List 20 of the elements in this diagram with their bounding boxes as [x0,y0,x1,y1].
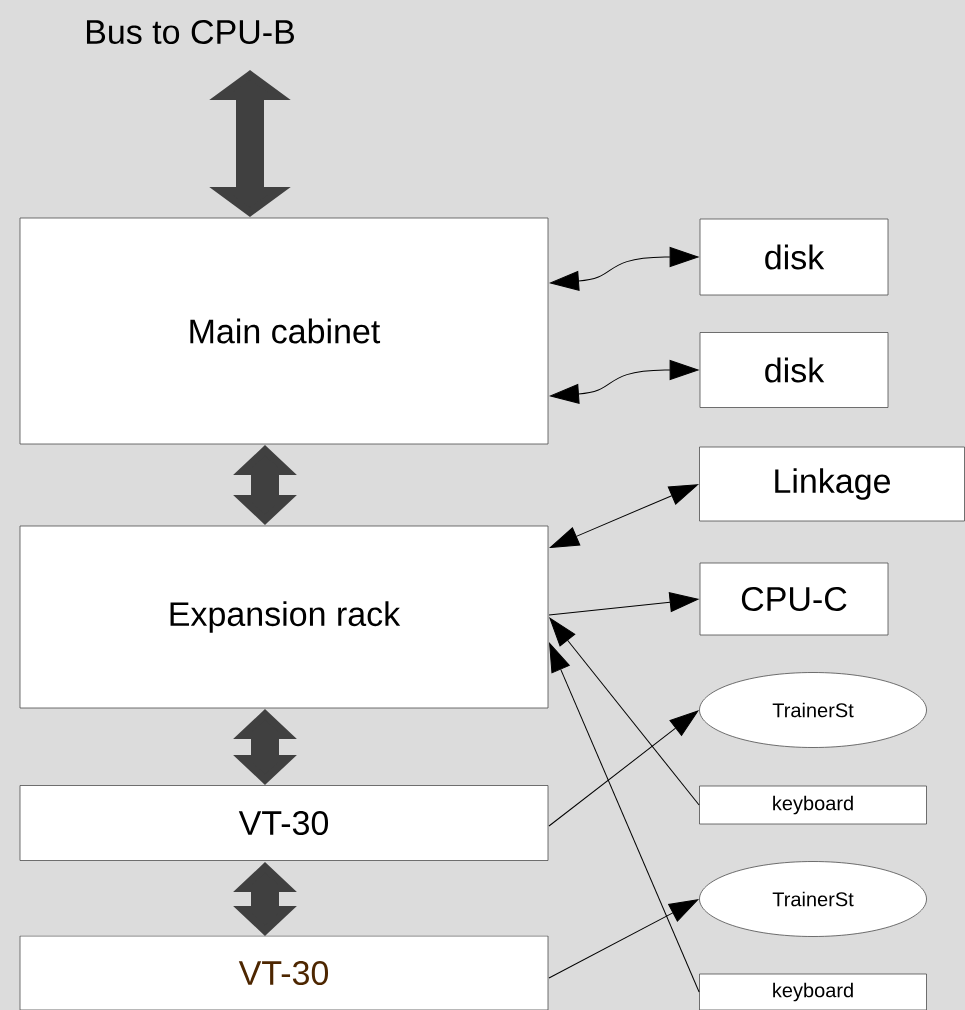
block-box: keyboard [699,973,927,1010]
arrow [548,592,699,616]
block-box: VT-30 [19,785,549,861]
block-box: Linkage [699,446,965,522]
bus-label: Bus to CPU-B [87,19,294,45]
block-box: VT-30 [19,935,549,1010]
arrow [549,642,700,993]
block-box: Main cabinet [19,217,549,445]
arrow [550,360,699,404]
bus-arrow [209,70,291,217]
block-box: disk [699,332,889,408]
block-box: keyboard [699,785,927,825]
block-box: disk [699,218,889,296]
arrow [548,899,699,979]
block-box: Expansion rack [19,525,549,709]
block-box: CPU-C [699,562,889,636]
arrow [549,484,699,548]
arrow [548,710,699,827]
arrow [549,617,700,806]
arrow [550,247,699,291]
